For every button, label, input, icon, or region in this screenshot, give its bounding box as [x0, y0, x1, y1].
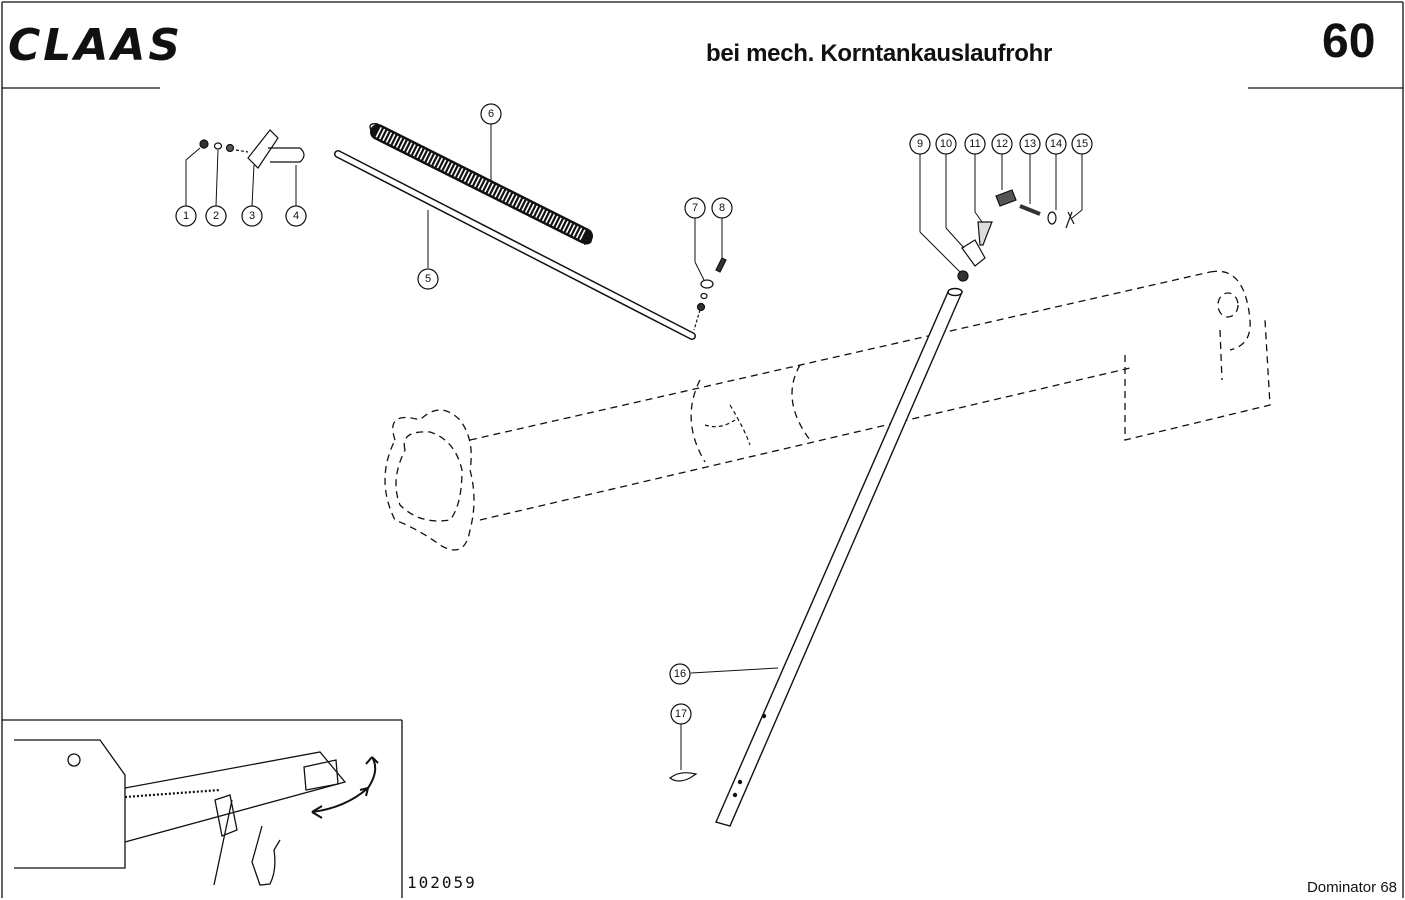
svg-text:CLAAS: CLAAS: [8, 20, 183, 68]
page-title: bei mech. Korntankauslaufrohr: [706, 40, 1053, 67]
callout-10: 10: [935, 133, 957, 155]
callout-2: 2: [205, 205, 227, 227]
small-parts-9-15: [957, 189, 1075, 282]
pin-17-drawing: [669, 772, 698, 782]
claas-logo: CLAAS: [8, 20, 183, 68]
callout-9: 9: [909, 133, 931, 155]
callout-6: 6: [480, 103, 502, 125]
callout-14: 14: [1045, 133, 1067, 155]
drawing-number: 102059: [407, 873, 477, 892]
svg-text:7: 7: [692, 202, 698, 214]
inset-illustration: [14, 739, 379, 886]
callout-1: 1: [175, 205, 197, 227]
small-parts-1-4: [199, 129, 305, 169]
svg-text:4: 4: [293, 210, 299, 222]
svg-text:2: 2: [213, 210, 219, 222]
leader-lines: [185, 124, 1083, 770]
spring-6-drawing: [369, 122, 593, 245]
auger-tube-outline: [384, 270, 1271, 551]
callout-12: 12: [991, 133, 1013, 155]
page-number: 60: [1322, 15, 1376, 68]
callout-13: 13: [1019, 133, 1041, 155]
callout-17: 17: [670, 703, 692, 725]
callout-4: 4: [285, 205, 307, 227]
svg-text:3: 3: [249, 210, 255, 222]
svg-text:11: 11: [969, 138, 980, 150]
svg-text:5: 5: [425, 273, 431, 285]
svg-text:1: 1: [183, 210, 189, 222]
svg-text:6: 6: [488, 108, 494, 120]
callout-15: 15: [1071, 133, 1093, 155]
svg-text:16: 16: [674, 668, 686, 680]
auger-flight-detail: [704, 404, 751, 446]
callout-3: 3: [241, 205, 263, 227]
small-parts-7-8: [693, 257, 727, 331]
callout-11: 11: [964, 133, 986, 155]
callout-16: 16: [669, 663, 691, 685]
svg-text:15: 15: [1076, 138, 1088, 150]
svg-text:13: 13: [1024, 138, 1036, 150]
svg-text:9: 9: [917, 138, 923, 150]
svg-text:10: 10: [940, 138, 952, 150]
callout-5: 5: [417, 268, 439, 290]
svg-text:17: 17: [675, 708, 687, 720]
model-name: Dominator 68: [1306, 879, 1397, 896]
rod-5-drawing: [334, 150, 696, 340]
rod-16-drawing: [715, 287, 964, 827]
callout-7: 7: [684, 197, 706, 219]
callout-8: 8: [711, 197, 733, 219]
svg-text:8: 8: [719, 202, 725, 214]
svg-text:12: 12: [996, 138, 1008, 150]
svg-text:14: 14: [1050, 138, 1062, 150]
